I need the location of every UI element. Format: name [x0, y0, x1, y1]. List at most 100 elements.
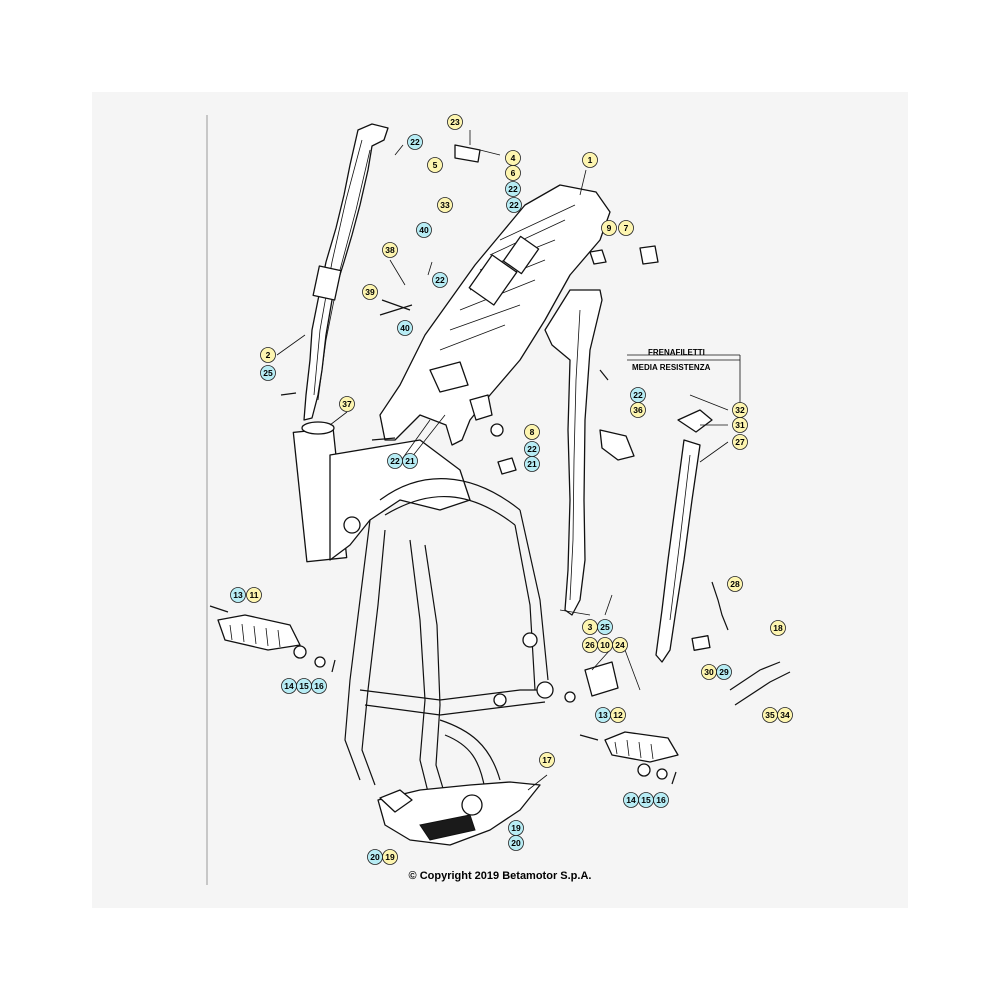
- badge-number: 22: [435, 275, 445, 285]
- part-badge-40: 40: [397, 320, 413, 336]
- callout-note-line2: MEDIA RESISTENZA: [632, 363, 711, 372]
- right-footpeg-drawing: [579, 731, 679, 785]
- badge-number: 39: [365, 287, 375, 297]
- badge-circle: [339, 396, 355, 412]
- part-badge-5: 5: [427, 157, 443, 173]
- badge-number: 14: [626, 795, 636, 805]
- part-badge-14: 14: [623, 792, 639, 808]
- badge-circle: [612, 637, 628, 653]
- part-badge-35: 35: [762, 707, 778, 723]
- badge-circle: [260, 365, 276, 381]
- badge-number: 15: [641, 795, 651, 805]
- badge-circle: [524, 456, 540, 472]
- badge-number: 13: [233, 590, 243, 600]
- part-badge-11: 11: [246, 587, 262, 603]
- badge-number: 2: [266, 350, 271, 360]
- badge-number: 1: [588, 155, 593, 165]
- part-badge-3: 3: [582, 619, 598, 635]
- badge-circle: [601, 220, 617, 236]
- badge-number: 30: [704, 667, 714, 677]
- badge-number: 19: [511, 823, 521, 833]
- badge-number: 29: [719, 667, 729, 677]
- part-badge-36: 36: [630, 402, 646, 418]
- badge-number: 40: [419, 225, 429, 235]
- badge-number: 15: [299, 681, 309, 691]
- part-badge-15: 15: [638, 792, 654, 808]
- badge-circle: [524, 424, 540, 440]
- badge-number: 27: [735, 437, 745, 447]
- diagram-sheet: [92, 92, 908, 908]
- part-badge-25: 25: [597, 619, 613, 635]
- badge-circle: [260, 347, 276, 363]
- part-badge-29: 29: [716, 664, 732, 680]
- copyright-notice: © Copyright 2019 Betamotor S.p.A.: [408, 870, 592, 882]
- part-badge-22: 22: [505, 181, 521, 197]
- badge-circle: [770, 620, 786, 636]
- part-badge-18: 18: [770, 620, 786, 636]
- badge-circle: [505, 165, 521, 181]
- badge-number: 12: [613, 710, 623, 720]
- part-badge-1: 1: [582, 152, 598, 168]
- badge-circle: [777, 707, 793, 723]
- badge-circle: [508, 835, 524, 851]
- part-badge-22: 22: [506, 197, 522, 213]
- part-badge-10: 10: [597, 637, 613, 653]
- badge-number: 16: [656, 795, 666, 805]
- badge-circle: [597, 619, 613, 635]
- part-badge-31: 31: [732, 417, 748, 433]
- badge-circle: [382, 242, 398, 258]
- badge-number: 37: [342, 399, 352, 409]
- badge-circle: [610, 707, 626, 723]
- part-badge-6: 6: [505, 165, 521, 181]
- main-frame-drawing: [292, 421, 554, 806]
- part-badge-21: 21: [524, 456, 540, 472]
- badge-circle: [402, 453, 418, 469]
- misc-parts-drawing: [280, 144, 659, 703]
- badge-number: 4: [511, 153, 516, 163]
- badge-number: 23: [450, 117, 460, 127]
- badge-number: 35: [765, 710, 775, 720]
- badge-number: 3: [588, 622, 593, 632]
- part-badge-7: 7: [618, 220, 634, 236]
- badge-circle: [505, 181, 521, 197]
- badge-number: 13: [598, 710, 608, 720]
- badge-number: 17: [542, 755, 552, 765]
- badge-number: 34: [780, 710, 790, 720]
- part-badge-37: 37: [339, 396, 355, 412]
- badge-number: 26: [585, 640, 595, 650]
- badge-number: 22: [527, 444, 537, 454]
- part-badge-28: 28: [727, 576, 743, 592]
- badge-circle: [230, 587, 246, 603]
- part-badge-20: 20: [508, 835, 524, 851]
- badge-circle: [432, 272, 448, 288]
- part-badge-33: 33: [437, 197, 453, 213]
- badge-number: 20: [370, 852, 380, 862]
- badge-number: 22: [390, 456, 400, 466]
- part-badge-19: 19: [508, 820, 524, 836]
- part-badge-19: 19: [382, 849, 398, 865]
- part-badge-21: 21: [402, 453, 418, 469]
- part-badge-20: 20: [367, 849, 383, 865]
- badge-number: 38: [385, 245, 395, 255]
- part-badge-4: 4: [505, 150, 521, 166]
- badge-number: 32: [735, 405, 745, 415]
- badge-circle: [582, 152, 598, 168]
- badge-number: 40: [400, 323, 410, 333]
- badge-circle: [630, 402, 646, 418]
- badge-circle: [437, 197, 453, 213]
- badge-number: 22: [509, 200, 519, 210]
- part-badge-38: 38: [382, 242, 398, 258]
- side-panel-drawing: [303, 123, 389, 421]
- part-badge-16: 16: [311, 678, 327, 694]
- badge-circle: [506, 197, 522, 213]
- badge-number: 8: [530, 427, 535, 437]
- part-badge-30: 30: [701, 664, 717, 680]
- part-badge-8: 8: [524, 424, 540, 440]
- badge-circle: [407, 134, 423, 150]
- part-badge-22: 22: [407, 134, 423, 150]
- skid-plate-drawing: [377, 781, 541, 846]
- part-badge-25: 25: [260, 365, 276, 381]
- badge-circle: [653, 792, 669, 808]
- badge-number: 7: [624, 223, 629, 233]
